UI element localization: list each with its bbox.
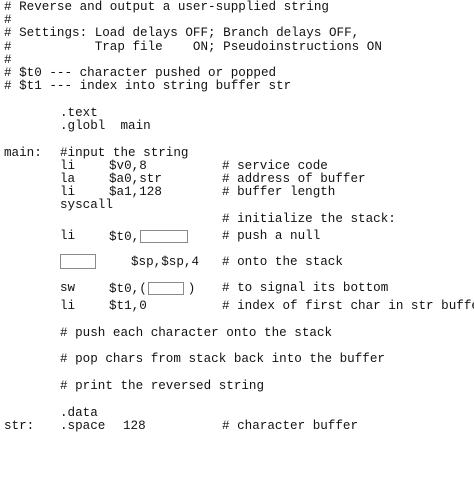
instruction-line: $sp,$sp,4 # onto the stack [4, 252, 474, 274]
opcode: li [60, 158, 76, 173]
instruction-line: la $a0,str # address of buffer [4, 172, 474, 187]
input-comment: #input the string [60, 145, 189, 160]
operands: $t1,0 [109, 298, 147, 313]
header-comment-line: # Settings: Load delays OFF; Branch dela… [4, 27, 474, 40]
header-comment-line: # [4, 13, 474, 28]
push-value-blank-input[interactable] [140, 229, 189, 243]
line-comment: # service code [222, 158, 328, 173]
operands: 128 [123, 418, 146, 433]
opcode: .space [60, 418, 106, 433]
operands: $a0,str [109, 172, 162, 187]
base-register-blank-input[interactable] [147, 281, 184, 295]
blank-line [4, 366, 474, 380]
instruction-line: syscall [4, 199, 474, 212]
opcode: sw [60, 280, 76, 295]
opcode: la [60, 172, 76, 187]
instruction-line: sw $t0,() # to signal its bottom [4, 278, 474, 300]
opcode-blank-input[interactable] [60, 253, 96, 269]
line-comment: # character buffer [222, 418, 359, 433]
instruction-line: li $t1,0 # index of first char in str bu… [4, 298, 474, 313]
data-directive-line: .data [4, 405, 474, 420]
header-comment-line: # [4, 52, 474, 67]
data-directive: .data [60, 405, 98, 420]
line-comment: # push a null [222, 228, 321, 243]
data-line: str: .space 128 # character buffer [4, 418, 474, 433]
section-comment: # push each character onto the stack [60, 325, 333, 340]
blank-line [4, 340, 474, 354]
opcode-blank [60, 253, 96, 269]
opcode: li [60, 185, 76, 200]
operands: $a1,128 [109, 185, 162, 200]
line-comment: # index of first char in str buffer [222, 298, 474, 313]
assembly-listing: # Reverse and output a user-supplied str… [4, 0, 474, 433]
header-comment: # $t0 --- character pushed or popped [4, 65, 277, 80]
header-comment-line: # $t1 --- index into string buffer str [4, 79, 474, 94]
header-comment-line: # Reverse and output a user-supplied str… [4, 0, 474, 14]
line-comment: # initialize the stack: [222, 211, 396, 226]
section-comment: # pop chars from stack back into the buf… [60, 352, 385, 367]
comment-line: # initialize the stack: [4, 211, 474, 226]
instruction-line: li $a1,128 # buffer length [4, 186, 474, 199]
opcode: syscall [60, 198, 113, 213]
line-comment: # buffer length [222, 185, 336, 200]
operands: $sp,$sp,4 [131, 254, 200, 269]
section-comment: # print the reversed string [60, 378, 265, 393]
globl-directive-line: .globl main [4, 119, 474, 133]
header-comment: # Settings: Load delays OFF; Branch dela… [4, 26, 360, 41]
blank-line [4, 93, 474, 107]
instruction-line: li $v0,8 # service code [4, 158, 474, 173]
section-comment-line: # print the reversed string [4, 378, 474, 393]
opcode: li [60, 298, 76, 313]
instruction-line: li $t0, # push a null [4, 226, 474, 248]
blank-line [4, 133, 474, 147]
header-comment-line: # Trap file ON; Pseudoinstructions ON [4, 39, 474, 54]
operands: $t0,() [109, 281, 196, 296]
line-comment: # address of buffer [222, 172, 366, 187]
header-comment: # Trap file ON; Pseudoinstructions ON [4, 39, 382, 54]
line-comment: # onto the stack [222, 254, 343, 269]
blank-line [4, 313, 474, 327]
operand-prefix: $t0,( [109, 281, 147, 296]
section-comment-line: # pop chars from stack back into the buf… [4, 352, 474, 367]
section-comment-line: # push each character onto the stack [4, 325, 474, 340]
header-comment-line: # $t0 --- character pushed or popped [4, 65, 474, 80]
header-comment: # $t1 --- index into string buffer str [4, 79, 292, 94]
line-comment: # to signal its bottom [222, 280, 389, 295]
text-directive: .text [60, 105, 98, 120]
header-comment: # [4, 52, 12, 67]
main-label: main: [4, 145, 42, 160]
operands: $t0, [109, 229, 189, 244]
operand-prefix: $t0, [109, 229, 140, 244]
header-comment: # Reverse and output a user-supplied str… [4, 0, 329, 14]
text-directive-line: .text [4, 105, 474, 120]
operand-suffix: ) [187, 281, 196, 296]
main-line: main: #input the string [4, 145, 474, 160]
globl-directive: .globl main [60, 119, 151, 133]
blank-line [4, 393, 474, 407]
str-label: str: [4, 418, 35, 433]
header-comment: # [4, 13, 12, 28]
operands: $v0,8 [109, 158, 147, 173]
opcode: li [60, 228, 76, 243]
